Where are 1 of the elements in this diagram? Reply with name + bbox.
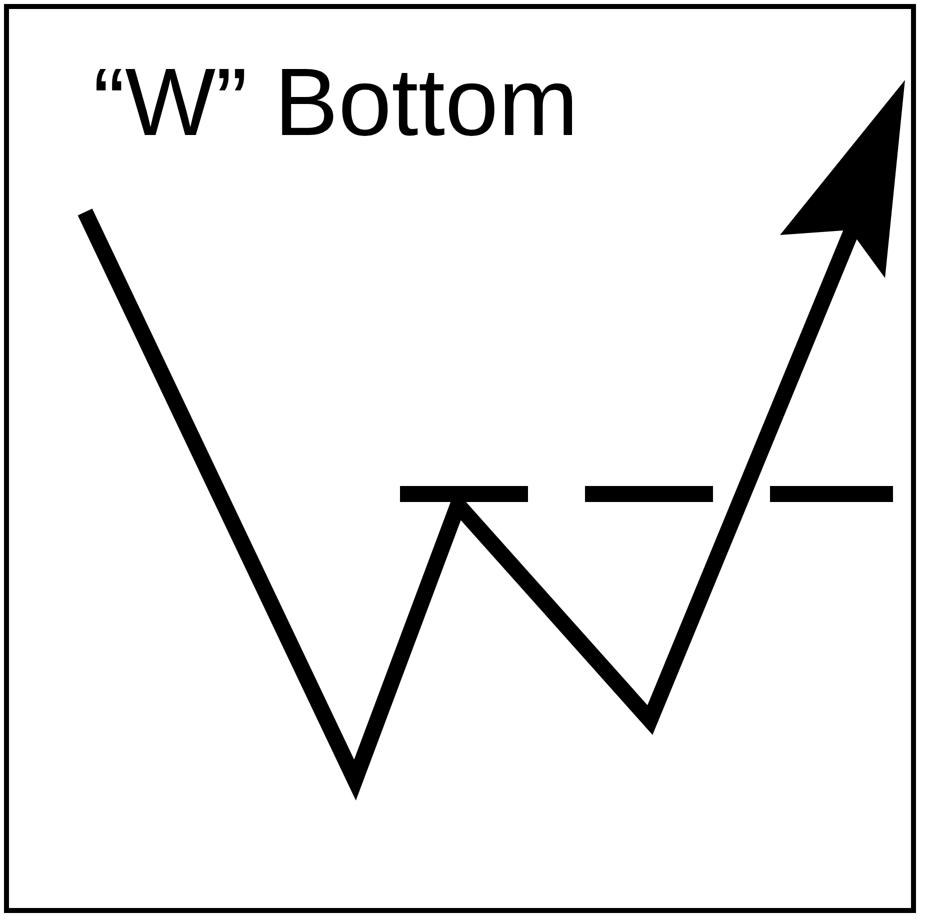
title: “W” Bottom xyxy=(93,50,578,156)
